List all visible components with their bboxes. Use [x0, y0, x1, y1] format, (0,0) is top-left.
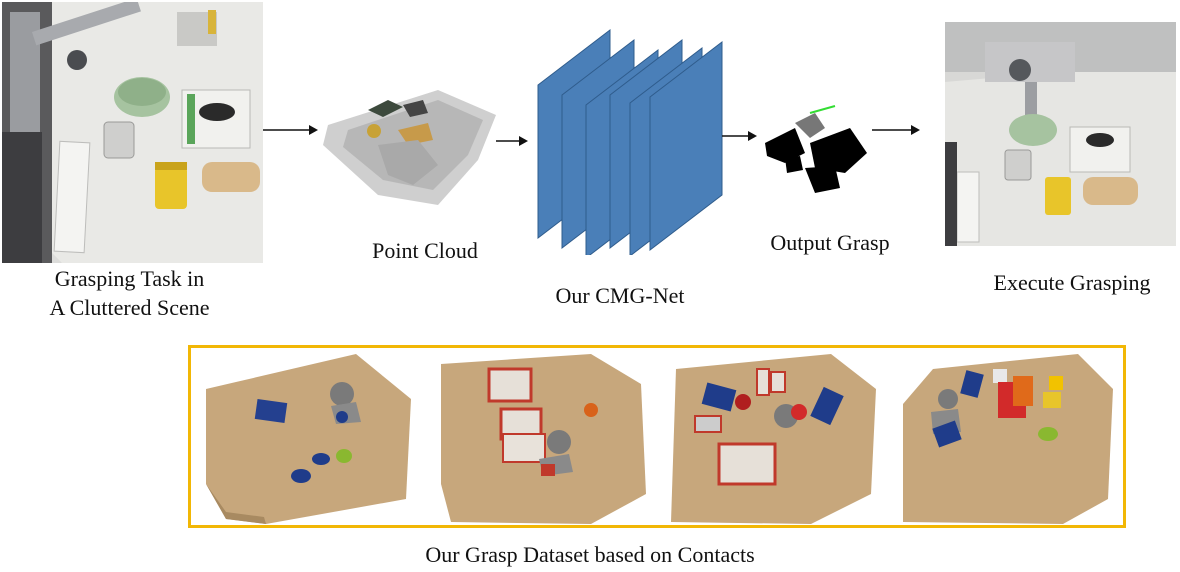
dataset-frame [188, 345, 1126, 528]
execute-caption: Execute Grasping [993, 270, 1151, 295]
input-caption-line2: A Cluttered Scene [49, 295, 210, 320]
arrow-to-point-cloud [263, 125, 318, 135]
cluttered-scene-photo [2, 2, 263, 263]
output-caption: Output Grasp [770, 230, 890, 255]
input-caption-line1: Grasping Task in [54, 266, 205, 291]
network-caption: Our CMG-Net [555, 283, 685, 308]
output-grasp-image [765, 105, 867, 193]
execute-grasping-photo [945, 22, 1176, 246]
dataset-scene-4 [903, 354, 1113, 524]
arrow-to-network [496, 136, 528, 146]
dataset-scene-3 [671, 354, 876, 524]
point-cloud-caption: Point Cloud [372, 238, 478, 263]
point-cloud-image [323, 90, 496, 205]
dataset-scene-2 [441, 354, 646, 524]
dataset-scene-1 [206, 354, 411, 524]
arrow-to-execute [872, 125, 920, 135]
arrow-to-output-grasp [722, 131, 757, 141]
cmg-net-network [537, 28, 723, 255]
dataset-caption: Our Grasp Dataset based on Contacts [425, 542, 755, 567]
